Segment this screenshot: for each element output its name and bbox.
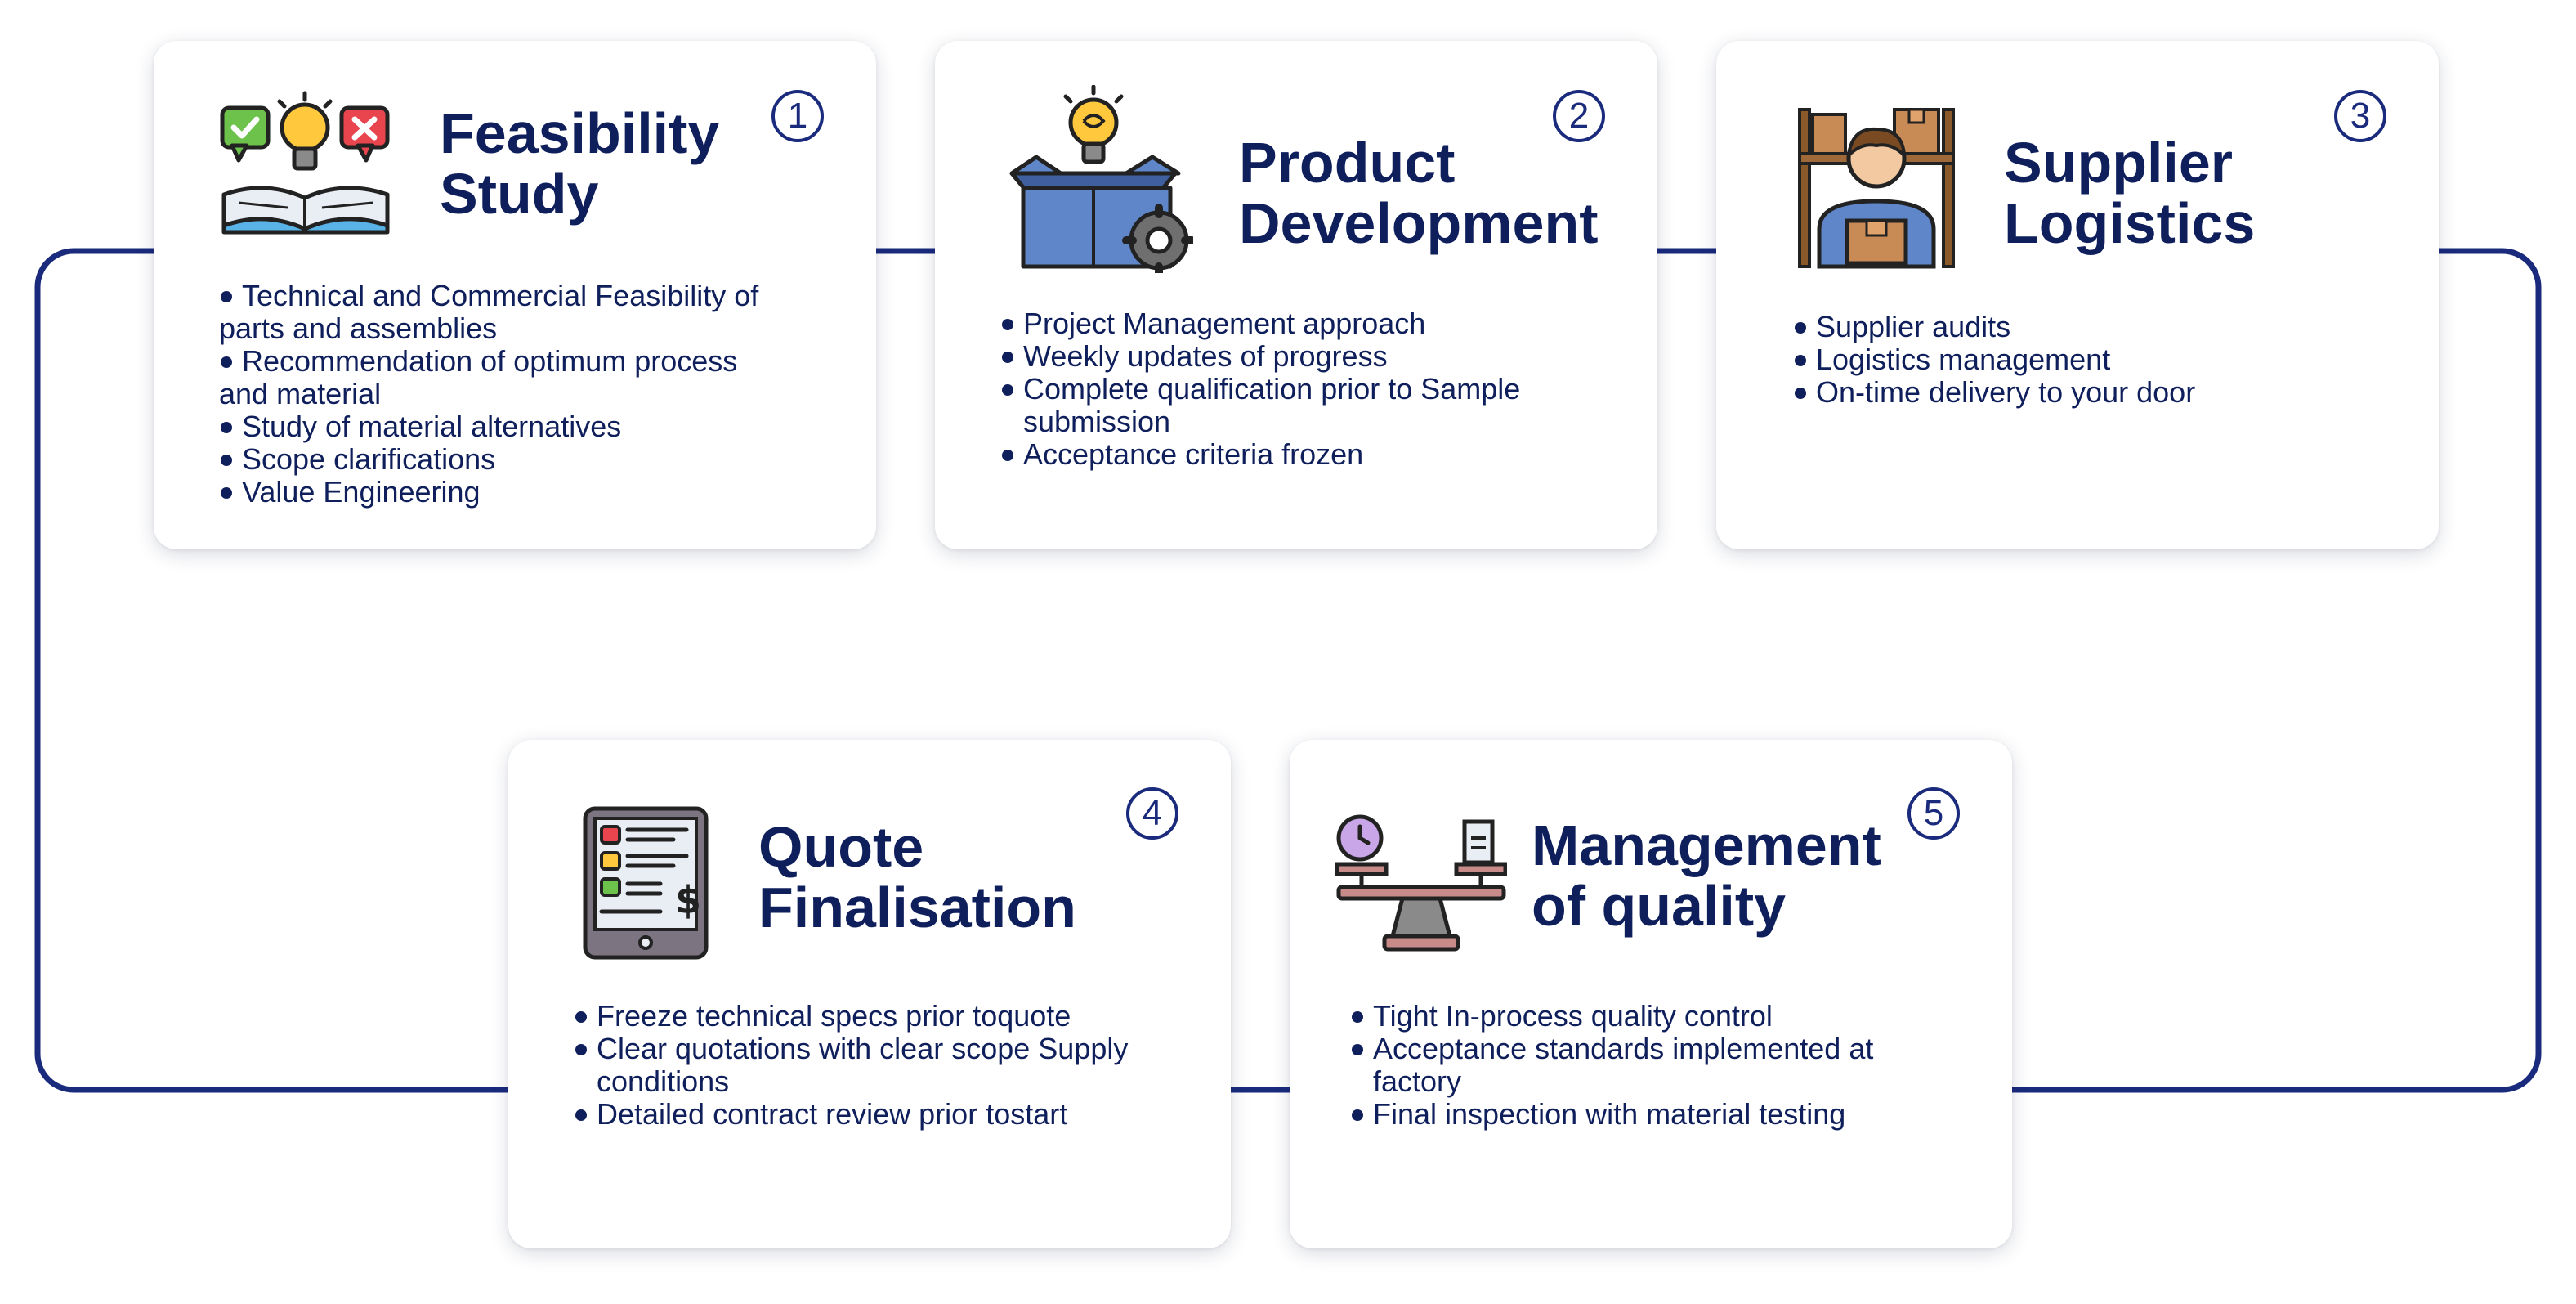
step-number-badge: 3 xyxy=(2334,90,2386,142)
list-item: Acceptance standards implemented at fact… xyxy=(1350,1033,1922,1098)
list-item: Recommendation of optimum process and ma… xyxy=(219,345,791,410)
bullet-list: Tight In-process quality control Accepta… xyxy=(1350,1000,1922,1131)
list-item: On-time delivery to your door xyxy=(1793,376,2365,409)
step-number-badge: 5 xyxy=(1907,787,1960,840)
bullet-list: Project Management approach Weekly updat… xyxy=(1000,307,1572,471)
balance-scale-icon xyxy=(1335,813,1507,952)
svg-text:$: $ xyxy=(675,878,701,922)
list-item: Study of material alternatives xyxy=(219,410,791,443)
list-item: Weekly updates of progress xyxy=(1000,340,1572,373)
warehouse-worker-icon xyxy=(1795,106,1958,270)
list-item: Detailed contract review prior tostart xyxy=(574,1098,1146,1131)
list-item: Technical and Commercial Feasibility of … xyxy=(219,280,791,345)
bullet-list: Supplier audits Logistics management On-… xyxy=(1793,311,2365,409)
quote-tablet-icon: $ xyxy=(582,805,709,961)
step-number-badge: 2 xyxy=(1553,90,1605,142)
list-item: Clear quotations with clear scope Supply… xyxy=(574,1033,1146,1098)
list-item: Logistics management xyxy=(1793,343,2365,376)
list-item: Tight In-process quality control xyxy=(1350,1000,1922,1033)
bullet-list: Technical and Commercial Feasibility of … xyxy=(219,280,791,509)
list-item: Supplier audits xyxy=(1793,311,2365,343)
product-box-idea-icon xyxy=(1004,85,1193,273)
step-number-badge: 1 xyxy=(771,90,824,142)
step-number-badge: 4 xyxy=(1126,787,1178,840)
list-item: Scope clarifications xyxy=(219,443,791,476)
list-item: Value Engineering xyxy=(219,476,791,509)
list-item: Project Management approach xyxy=(1000,307,1572,340)
feasibility-study-icon xyxy=(219,88,392,235)
bullet-list: Freeze technical specs prior toquote Cle… xyxy=(574,1000,1146,1131)
list-item: Acceptance criteria frozen xyxy=(1000,438,1572,471)
list-item: Complete qualification prior to Sample s… xyxy=(1000,373,1572,438)
list-item: Final inspection with material testing xyxy=(1350,1098,1922,1131)
list-item: Freeze technical specs prior toquote xyxy=(574,1000,1146,1033)
